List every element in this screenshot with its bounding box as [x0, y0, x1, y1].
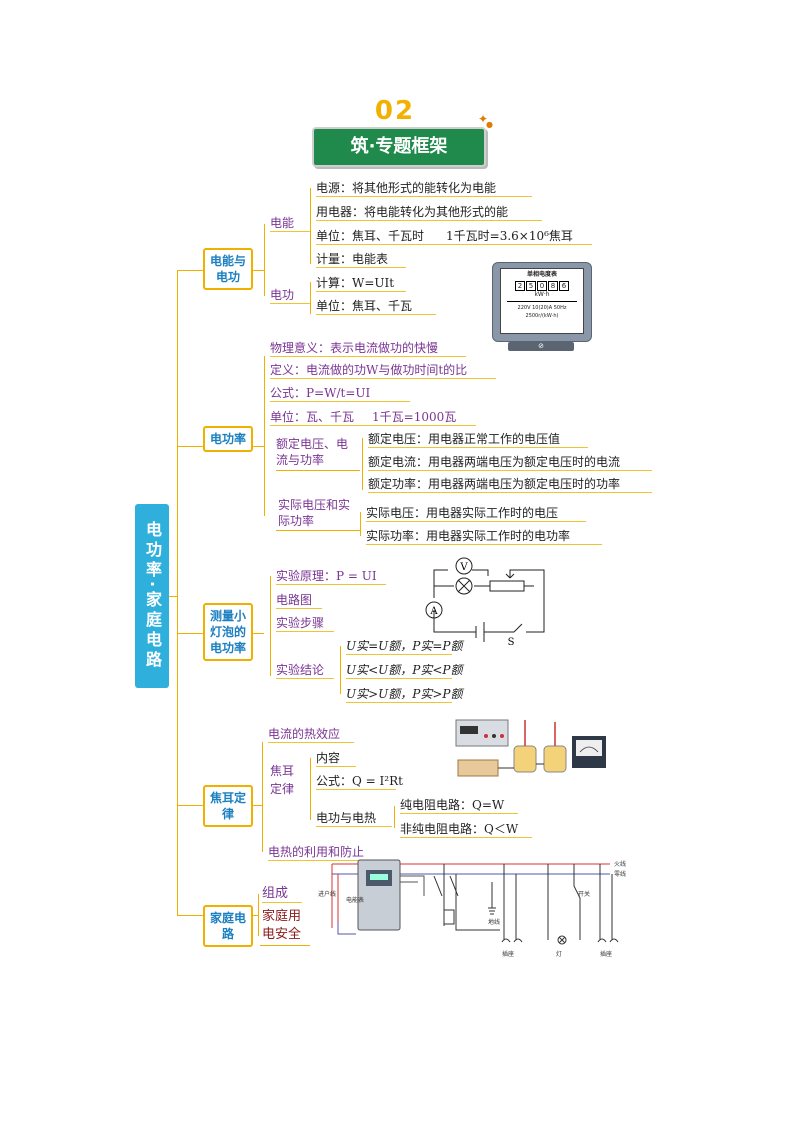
meter-title: 单相电度表 [526, 271, 557, 278]
banner-title: 筑·专题框架 [312, 127, 486, 167]
node-home-safety: 家庭用电安全 [262, 909, 302, 942]
label-neutral-wire: 零线 [614, 870, 626, 878]
section-electric-energy: 电能与电功 [203, 248, 253, 290]
label-switch: 开关 [578, 890, 590, 898]
circuit-ammeter: A [429, 606, 438, 617]
node-content: 内容 [316, 750, 356, 767]
meter-digits: 2 5 0 8 6 [501, 281, 583, 291]
section-home-circuit: 家庭电路 [203, 905, 253, 947]
node-conclusion-1: U实=U额，P实=P额 [346, 639, 463, 655]
node-heat-effect: 电流的热效应 [268, 726, 354, 743]
node-heat-uses: 电热的利用和防止 [268, 844, 380, 861]
label-socket-1: 插座 [502, 950, 514, 958]
node-steps: 实验步骤 [276, 615, 334, 632]
node-conclusion-3: U实>U额，P实>P额 [346, 687, 463, 703]
node-unit-work: 单位：焦耳、千瓦 [316, 298, 436, 315]
node-composition: 组成 [262, 886, 302, 903]
label-ground: 地线 [488, 918, 500, 926]
section-number: 02 [374, 96, 416, 126]
circuit-switch: S [508, 637, 515, 648]
node-conclusion: 实验结论 [276, 662, 334, 679]
label-socket-2: 插座 [600, 950, 612, 958]
node-principle: 实验原理：P = UI [276, 568, 386, 585]
circuit-voltmeter: V [459, 562, 468, 573]
node-conclusion-2: U实<U额，P实<P额 [346, 663, 463, 679]
node-joule-law: 焦耳定律 [270, 764, 295, 796]
label-meter: 电能表 [346, 896, 364, 904]
section-electric-power: 电功率 [203, 426, 253, 452]
sparkle-icon: ● [486, 120, 493, 129]
root-node: 电功率·家庭电路 [135, 504, 169, 688]
node-actual-voltage: 实际电压：用电器实际工作时的电压 [366, 505, 586, 522]
meter-rating: 220V 10(20)A 50Hz [517, 305, 567, 311]
label-incoming-line: 进户线 [318, 890, 336, 898]
energy-meter-image: 单相电度表 2 5 0 8 6 kW·h 220V 10(20)A 50Hz 2… [492, 262, 592, 352]
circuit-diagram: V A S [425, 557, 545, 648]
node-meaning: 物理意义：表示电流做功的快慢 [270, 340, 466, 357]
node-power-source: 电源：将其他形式的能转化为电能 [316, 180, 532, 197]
node-actual: 实际电压和实际功率 [278, 498, 351, 528]
meter-rev: 2500r/(kW·h) [525, 313, 559, 319]
node-nonpure-resistance: 非纯电阻电路：Q＜W [400, 821, 532, 838]
node-formula-power: 公式：P=W/t=UI [270, 385, 410, 402]
node-actual-power: 实际功率：用电器实际工作时的电功率 [366, 528, 602, 545]
section-joule-law: 焦耳定律 [203, 785, 253, 827]
node-rated: 额定电压、电流与功率 [276, 437, 349, 467]
node-diangong: 电功 [270, 287, 310, 304]
meter-base: ⊘ [508, 342, 574, 351]
node-calc: 计算：W=UIt [316, 275, 406, 292]
node-joule-formula: 公式：Q = I²Rt [316, 774, 403, 790]
sparkle-icon: ✦ [478, 112, 489, 126]
node-definition: 定义：电流做的功W与做功时间t的比 [270, 362, 496, 379]
label-lamp: 灯 [556, 950, 562, 958]
section-measure-bulb: 测量小灯泡的电功率 [203, 603, 253, 661]
node-circuit: 电路图 [276, 592, 322, 609]
node-work-heat: 电功与电热 [316, 810, 392, 827]
home-circuit-image: 火线 零线 进户线 电能表 地线 开关 插座 灯 插座 [318, 859, 626, 958]
node-rated-current: 额定电流：用电器两端电压为额定电压时的电流 [368, 454, 652, 471]
meter-unit: kW·h [534, 291, 550, 298]
joule-experiment-image [455, 719, 606, 777]
node-dianneng: 电能 [270, 215, 310, 232]
node-pure-resistance: 纯电阻电路：Q=W [400, 797, 518, 814]
label-live-wire: 火线 [614, 860, 626, 868]
node-appliance: 用电器：将电能转化为其他形式的能 [316, 204, 542, 221]
node-rated-power: 额定功率：用电器两端电压为额定电压时的功率 [368, 476, 652, 493]
node-meter: 计量：电能表 [316, 251, 406, 268]
node-rated-voltage: 额定电压：用电器正常工作的电压值 [368, 431, 588, 448]
